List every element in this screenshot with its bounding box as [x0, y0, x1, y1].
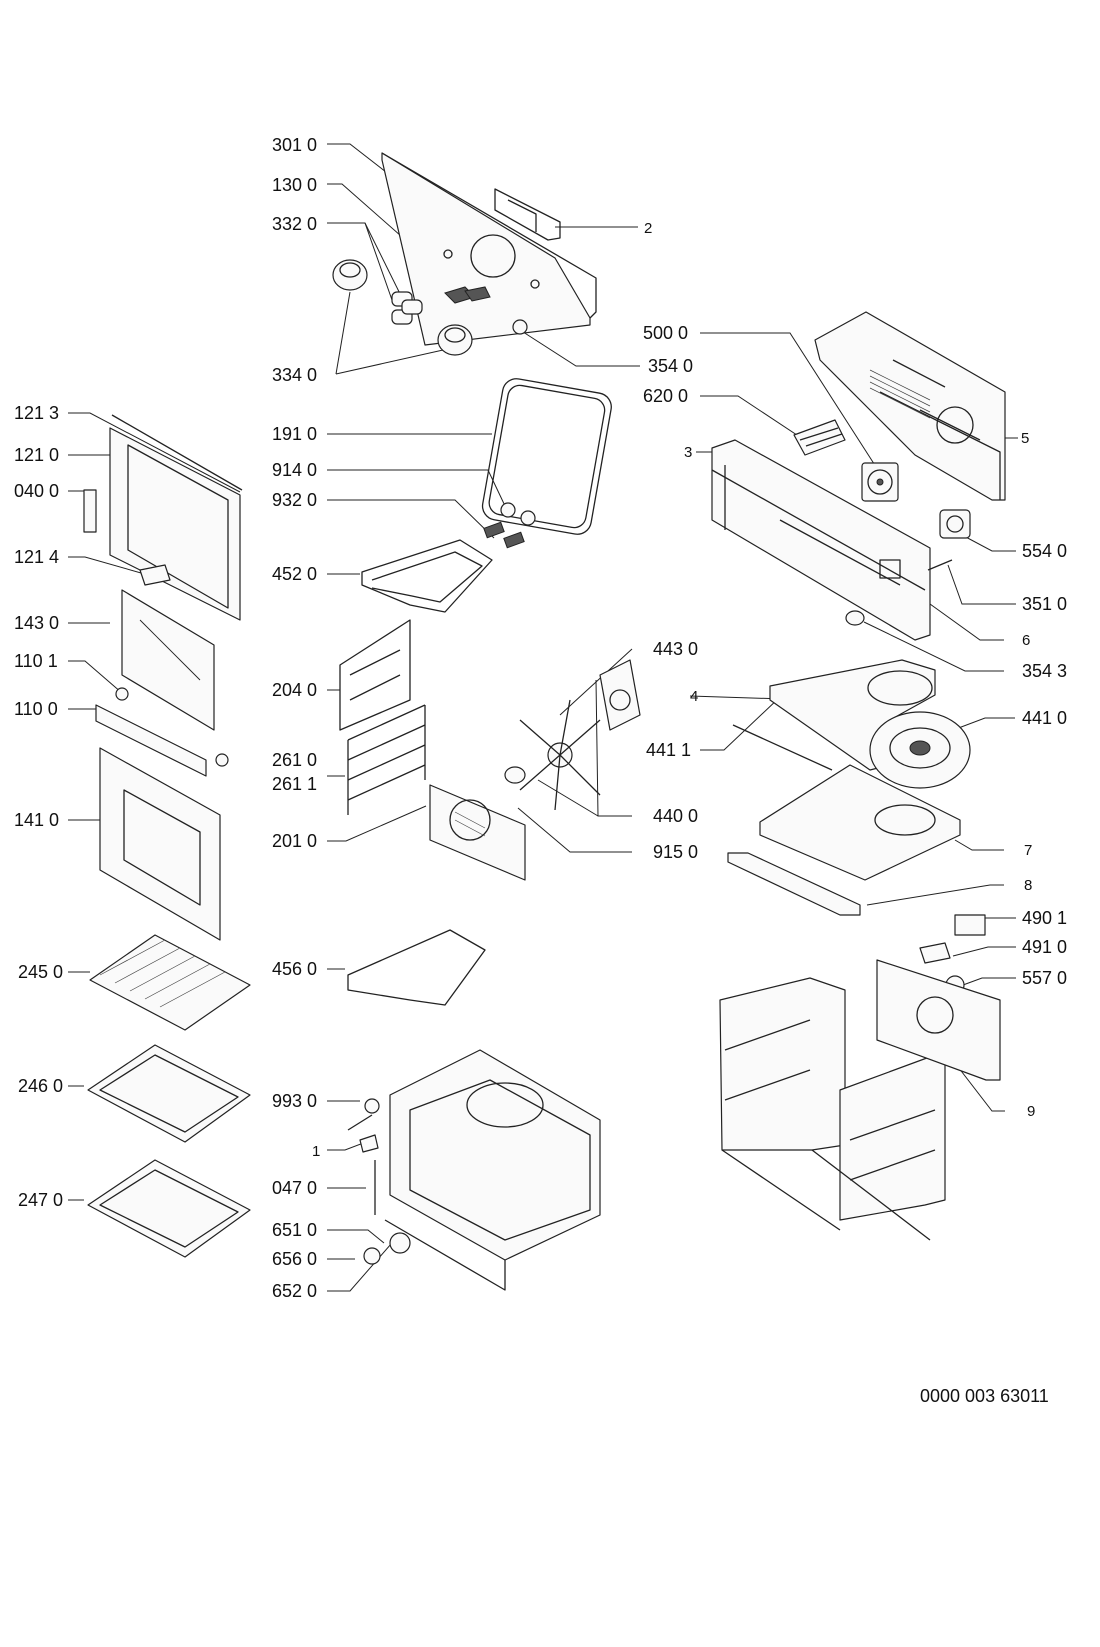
label-915-0: 915 0	[653, 842, 698, 862]
label-301-0: 301 0	[272, 135, 317, 155]
convection-fan-blade	[519, 699, 601, 811]
label-652-0: 652 0	[272, 1281, 317, 1301]
top-cover	[814, 311, 1006, 501]
label-914-0: 914 0	[272, 460, 317, 480]
label-656-0: 656 0	[272, 1249, 317, 1269]
leader-lines	[68, 143, 1018, 1292]
control-panel	[381, 152, 597, 346]
label-191-0: 191 0	[272, 424, 317, 444]
label-141-0: 141 0	[14, 810, 59, 830]
label-456-0: 456 0	[272, 959, 317, 979]
label-261-0: 261 0	[272, 750, 317, 770]
baking-tray	[87, 1044, 251, 1143]
door-handle	[95, 687, 229, 777]
label-557-0: 557 0	[1022, 968, 1067, 988]
top-deflector	[732, 659, 936, 771]
label-2: 2	[644, 220, 652, 237]
label-441-0: 441 0	[1022, 708, 1067, 728]
label-8: 8	[1024, 877, 1032, 894]
fan-motor	[599, 659, 641, 731]
side-panels	[719, 959, 1001, 1241]
label-121-0: 121 0	[14, 445, 59, 465]
label-7: 7	[1024, 842, 1032, 859]
label-245-0: 245 0	[18, 962, 63, 982]
label-332-0: 332 0	[272, 214, 317, 234]
label-9: 9	[1027, 1103, 1035, 1120]
drawing-number: 0000 003 63011	[920, 1386, 1049, 1406]
cavity-hardware	[347, 1098, 411, 1265]
switches	[444, 286, 491, 304]
label-554-0: 554 0	[1022, 541, 1067, 561]
inner-glass	[121, 589, 215, 731]
bottom-element	[347, 929, 486, 1006]
outer-glass	[99, 747, 221, 941]
label-1: 1	[312, 1143, 320, 1160]
label-452-0: 452 0	[272, 564, 317, 584]
label-247-0: 247 0	[18, 1190, 63, 1210]
wire-rack	[89, 934, 251, 1031]
label-932-0: 932 0	[272, 490, 317, 510]
door-frame	[109, 414, 243, 621]
label-354-3: 354 3	[1022, 661, 1067, 681]
roasting-tray	[87, 1159, 251, 1258]
door-hinge	[83, 489, 97, 533]
label-651-0: 651 0	[272, 1220, 317, 1240]
lamp-holder	[845, 610, 865, 626]
label-040-0: 040 0	[14, 481, 59, 501]
element-fixings	[483, 502, 536, 549]
label-246-0: 246 0	[18, 1076, 63, 1096]
label-121-3: 121 3	[14, 403, 59, 423]
label-490-1: 490 1	[1022, 908, 1067, 928]
door-clip	[139, 564, 171, 586]
label-6: 6	[1022, 632, 1030, 649]
part-labels: 301 0 130 0 332 0 2 334 0 354 0 500 0 62…	[14, 135, 1067, 1301]
thermostat	[939, 509, 971, 539]
label-443-0: 443 0	[653, 639, 698, 659]
side-rails	[347, 704, 426, 815]
lamp-cover	[954, 914, 986, 936]
label-620-0: 620 0	[643, 386, 688, 406]
label-351-0: 351 0	[1022, 594, 1067, 614]
label-5: 5	[1021, 430, 1029, 447]
cooling-fan	[861, 462, 899, 502]
label-354-0: 354 0	[648, 356, 693, 376]
label-441-1: 441 1	[646, 740, 691, 760]
door-seal	[481, 378, 612, 535]
oven-cavity	[384, 1049, 601, 1291]
tangential-fan	[869, 711, 971, 789]
terminal-block	[793, 419, 846, 456]
label-3: 3	[684, 444, 692, 461]
heating-element-top	[361, 539, 493, 613]
control-knobs	[332, 259, 473, 356]
bottom-plate	[759, 764, 961, 881]
rear-frame	[711, 439, 931, 641]
label-130-0: 130 0	[272, 175, 317, 195]
label-500-0: 500 0	[643, 323, 688, 343]
label-440-0: 440 0	[653, 806, 698, 826]
label-047-0: 047 0	[272, 1178, 317, 1198]
motor-nut	[504, 766, 526, 784]
fan-cover	[429, 784, 526, 881]
label-121-4: 121 4	[14, 547, 59, 567]
label-143-0: 143 0	[14, 613, 59, 633]
label-491-0: 491 0	[1022, 937, 1067, 957]
shelf-support	[339, 619, 411, 731]
front-strip	[727, 852, 861, 916]
terminal-strip	[919, 942, 951, 964]
label-261-1: 261 1	[272, 774, 317, 794]
knob-pair	[391, 291, 423, 325]
sensor-probe	[927, 559, 953, 571]
label-110-0: 110 0	[14, 699, 58, 719]
label-4: 4	[690, 688, 698, 705]
label-110-1: 110 1	[14, 651, 58, 671]
label-201-0: 201 0	[272, 831, 317, 851]
indicator-lamp	[512, 319, 528, 335]
label-204-0: 204 0	[272, 680, 317, 700]
label-334-0: 334 0	[272, 365, 317, 385]
label-993-0: 993 0	[272, 1091, 317, 1111]
